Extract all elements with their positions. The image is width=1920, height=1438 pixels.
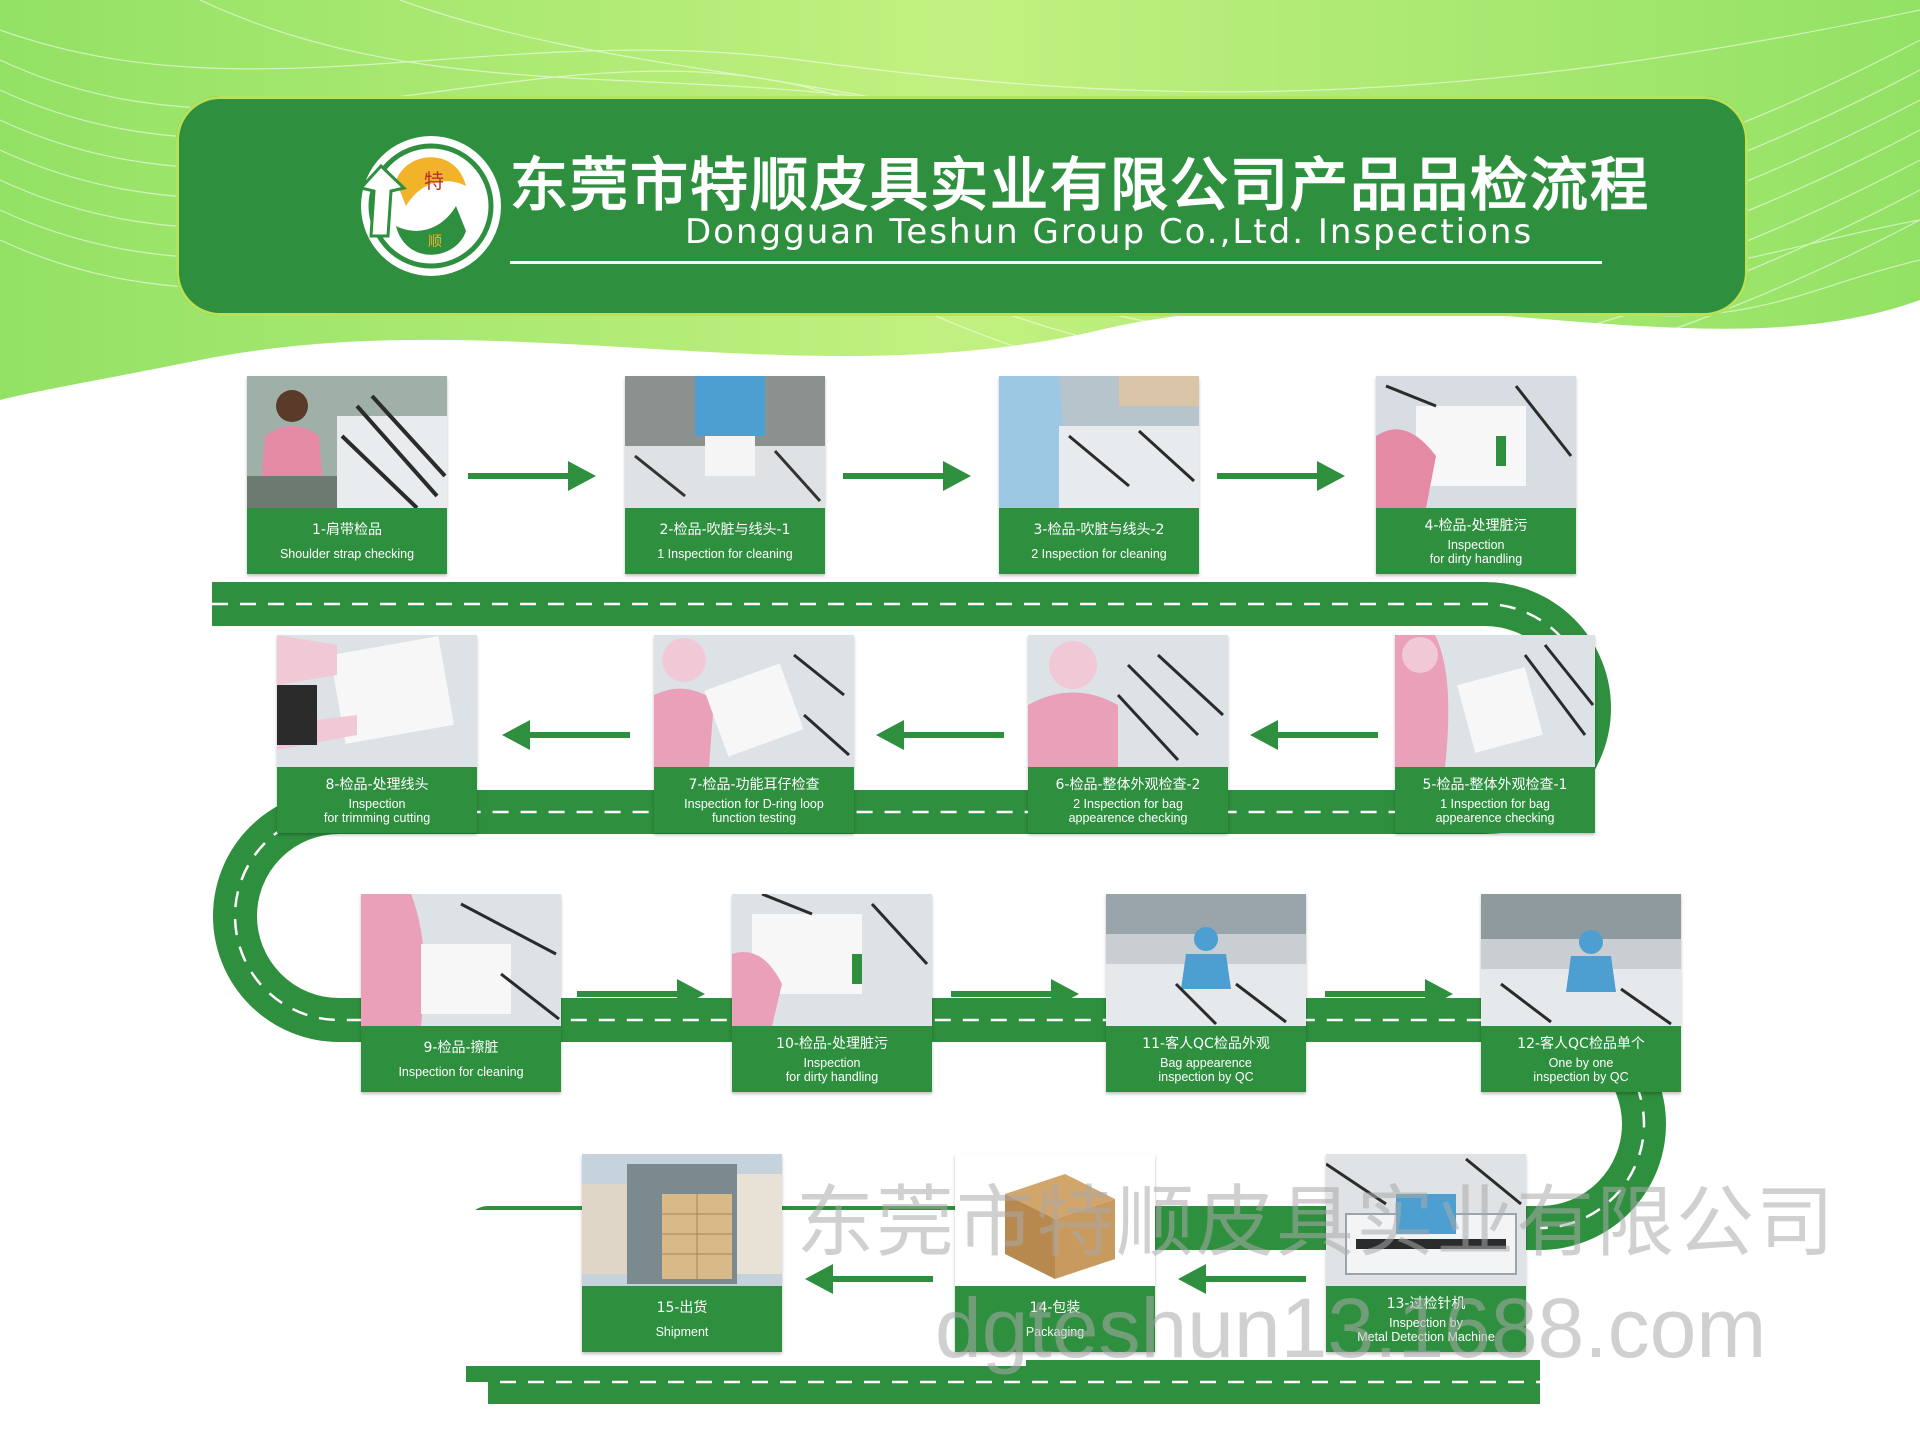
step-description: Inspection for dirty handling	[786, 1056, 878, 1084]
step-title: 12-客人QC检品单个	[1517, 1035, 1645, 1053]
step-photo-inspection-worker	[999, 376, 1199, 508]
step-card-14: 14-包装 Packaging	[955, 1154, 1155, 1352]
step-card-1: 1-肩带检品 Shoulder strap checking	[247, 376, 447, 574]
step-description: Inspection for trimming cutting	[324, 797, 430, 825]
step-title: 8-检品-处理线头	[325, 776, 428, 794]
step-caption: 7-检品-功能耳仔检查 Inspection for D-ring loop f…	[654, 767, 854, 833]
step-photo-shipping-container	[582, 1154, 782, 1286]
step-card-4: 4-检品-处理脏污 Inspection for dirty handling	[1376, 376, 1576, 574]
step-caption: 11-客人QC检品外观 Bag appearence inspection by…	[1106, 1026, 1306, 1092]
step-caption: 14-包装 Packaging	[955, 1286, 1155, 1352]
step-title: 5-检品-整体外观检查-1	[1423, 776, 1568, 794]
step-description: Inspection for dirty handling	[1430, 538, 1522, 566]
step-photo-inspection-worker	[361, 894, 561, 1026]
step-description: 2 Inspection for cleaning	[1031, 547, 1167, 561]
step-photo-inspection-worker	[1106, 894, 1306, 1026]
step-description: 1 Inspection for cleaning	[657, 547, 793, 561]
step-caption: 1-肩带检品 Shoulder strap checking	[247, 508, 447, 574]
step-title: 1-肩带检品	[312, 521, 382, 539]
step-caption: 4-检品-处理脏污 Inspection for dirty handling	[1376, 508, 1576, 574]
step-title: 6-检品-整体外观检查-2	[1056, 776, 1201, 794]
step-caption: 2-检品-吹脏与线头-1 1 Inspection for cleaning	[625, 508, 825, 574]
step-title: 3-检品-吹脏与线头-2	[1034, 521, 1165, 539]
step-description: Bag appearence inspection by QC	[1158, 1056, 1253, 1084]
step-card-6: 6-检品-整体外观检查-2 2 Inspection for bag appea…	[1028, 635, 1228, 833]
step-card-2: 2-检品-吹脏与线头-1 1 Inspection for cleaning	[625, 376, 825, 574]
step-title: 7-检品-功能耳仔检查	[688, 776, 819, 794]
step-caption: 8-检品-处理线头 Inspection for trimming cuttin…	[277, 767, 477, 833]
step-description: Inspection by Metal Detection Machine	[1357, 1316, 1495, 1344]
step-description: 2 Inspection for bag appearence checking	[1069, 797, 1188, 825]
step-caption: 12-客人QC检品单个 One by one inspection by QC	[1481, 1026, 1681, 1092]
arrow-left-3	[500, 717, 630, 753]
arrow-right-6	[1325, 976, 1455, 1012]
step-photo-metal-detector	[1326, 1154, 1526, 1286]
arrow-right-3	[1217, 458, 1347, 494]
step-description: Inspection for D-ring loop function test…	[684, 797, 824, 825]
step-card-15: 15-出货 Shipment	[582, 1154, 782, 1352]
step-card-5: 5-检品-整体外观检查-1 1 Inspection for bag appea…	[1395, 635, 1595, 833]
step-photo-inspection-worker	[1376, 376, 1576, 508]
step-title: 2-检品-吹脏与线头-1	[660, 521, 791, 539]
step-title: 10-检品-处理脏污	[776, 1035, 888, 1053]
step-caption: 6-检品-整体外观检查-2 2 Inspection for bag appea…	[1028, 767, 1228, 833]
step-card-10: 10-检品-处理脏污 Inspection for dirty handling	[732, 894, 932, 1092]
step-description: Shipment	[656, 1325, 709, 1339]
step-card-7: 7-检品-功能耳仔检查 Inspection for D-ring loop f…	[654, 635, 854, 833]
step-card-8: 8-检品-处理线头 Inspection for trimming cuttin…	[277, 635, 477, 833]
arrow-left-5	[803, 1261, 933, 1297]
step-title: 11-客人QC检品外观	[1142, 1035, 1270, 1053]
step-title: 13-过检针机	[1387, 1295, 1466, 1313]
step-photo-inspection-worker	[732, 894, 932, 1026]
arrow-left-1	[1248, 717, 1378, 753]
step-photo-inspection-worker	[1395, 635, 1595, 767]
step-photo-inspection-worker	[277, 635, 477, 767]
arrow-right-4	[577, 976, 707, 1012]
step-description: One by one inspection by QC	[1533, 1056, 1628, 1084]
step-caption: 13-过检针机 Inspection by Metal Detection Ma…	[1326, 1286, 1526, 1352]
step-photo-inspection-worker	[1481, 894, 1681, 1026]
step-description: Shoulder strap checking	[280, 547, 414, 561]
step-photo-carton-box	[955, 1154, 1155, 1286]
step-title: 14-包装	[1030, 1299, 1081, 1317]
step-card-12: 12-客人QC检品单个 One by one inspection by QC	[1481, 894, 1681, 1092]
step-photo-inspection-worker	[247, 376, 447, 508]
step-caption: 10-检品-处理脏污 Inspection for dirty handling	[732, 1026, 932, 1092]
step-card-11: 11-客人QC检品外观 Bag appearence inspection by…	[1106, 894, 1306, 1092]
step-title: 9-检品-擦脏	[423, 1039, 498, 1057]
step-card-13: 13-过检针机 Inspection by Metal Detection Ma…	[1326, 1154, 1526, 1352]
arrow-left-4	[1176, 1261, 1306, 1297]
arrow-right-5	[951, 976, 1081, 1012]
arrow-right-1	[468, 458, 598, 494]
step-photo-inspection-worker	[625, 376, 825, 508]
step-title: 15-出货	[657, 1299, 708, 1317]
step-photo-inspection-worker	[1028, 635, 1228, 767]
step-description: Inspection for cleaning	[398, 1065, 523, 1079]
step-description: 1 Inspection for bag appearence checking	[1436, 797, 1555, 825]
arrow-left-2	[874, 717, 1004, 753]
step-title: 4-检品-处理脏污	[1424, 517, 1527, 535]
arrow-right-2	[843, 458, 973, 494]
step-caption: 3-检品-吹脏与线头-2 2 Inspection for cleaning	[999, 508, 1199, 574]
step-caption: 15-出货 Shipment	[582, 1286, 782, 1352]
step-caption: 5-检品-整体外观检查-1 1 Inspection for bag appea…	[1395, 767, 1595, 833]
step-card-9: 9-检品-擦脏 Inspection for cleaning	[361, 894, 561, 1092]
step-caption: 9-检品-擦脏 Inspection for cleaning	[361, 1026, 561, 1092]
step-description: Packaging	[1026, 1325, 1084, 1339]
step-card-3: 3-检品-吹脏与线头-2 2 Inspection for cleaning	[999, 376, 1199, 574]
step-photo-inspection-worker	[654, 635, 854, 767]
